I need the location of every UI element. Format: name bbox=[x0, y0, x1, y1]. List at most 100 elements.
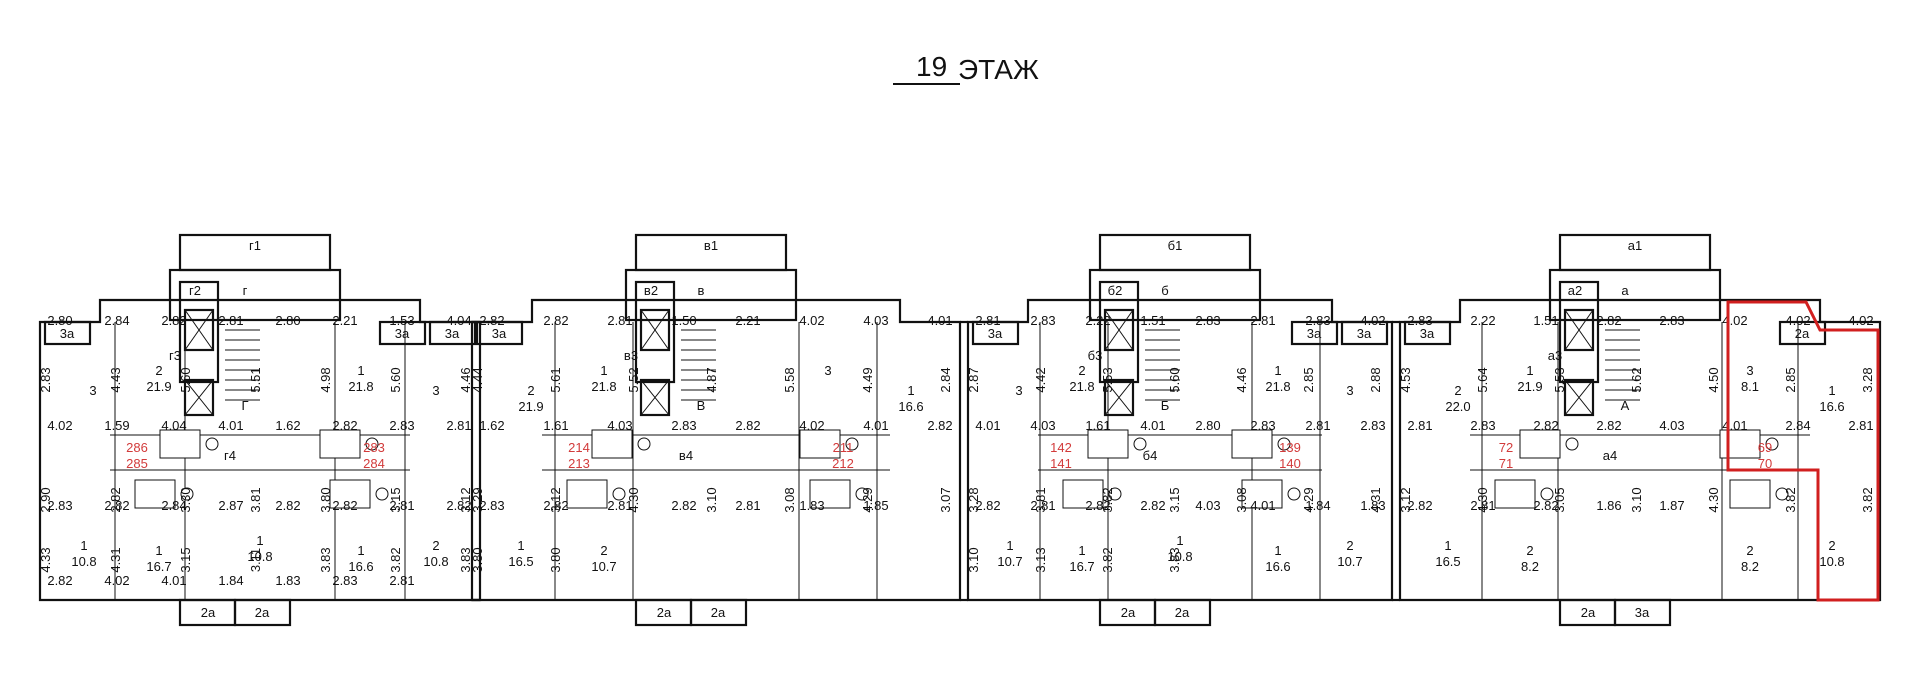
lift-shaft bbox=[639, 308, 671, 352]
stair-label: б1 bbox=[1168, 238, 1183, 253]
dimension-label: 1.50 bbox=[671, 313, 696, 328]
dimension-label-vertical: 4.87 bbox=[704, 367, 719, 392]
room-number: 1 bbox=[80, 538, 87, 553]
corridor-label: а4 bbox=[1603, 448, 1617, 463]
apartment-number-note: 212 bbox=[832, 456, 854, 471]
room-area: 10.8 bbox=[1167, 549, 1192, 564]
dimension-label: 2.81 bbox=[389, 498, 414, 513]
dimension-label-vertical: 5.58 bbox=[782, 367, 797, 392]
balcony-label: 2а bbox=[1795, 326, 1810, 341]
dimension-label: 2.82 bbox=[446, 498, 471, 513]
lift-cross bbox=[1104, 309, 1134, 351]
dimension-label: 2.81 bbox=[389, 573, 414, 588]
dimension-label: 2.81 bbox=[607, 498, 632, 513]
dimension-label: 4.01 bbox=[218, 418, 243, 433]
balcony-label: 3а bbox=[60, 326, 75, 341]
bathtub-fixture bbox=[1494, 479, 1536, 509]
dimension-label-vertical: 3.15 bbox=[388, 487, 403, 512]
balcony-label: 3а bbox=[1635, 605, 1650, 620]
dimension-label: 1.62 bbox=[275, 418, 300, 433]
dimension-label: 4.03 bbox=[607, 418, 632, 433]
dimension-label-vertical: 3.81 bbox=[248, 487, 263, 512]
dimension-label-vertical: 4.53 bbox=[1398, 367, 1413, 392]
balcony-label: 3а bbox=[988, 326, 1003, 341]
room-number: 2 bbox=[1828, 538, 1835, 553]
stair-label: в1 bbox=[704, 238, 718, 253]
apartment-number-note: 213 bbox=[568, 456, 590, 471]
bathtub-fixture bbox=[566, 479, 608, 509]
apartment-number-note: 214 bbox=[568, 440, 590, 455]
lift-cross bbox=[640, 309, 670, 351]
dimension-label-vertical: 3.29 bbox=[470, 487, 485, 512]
bathtub-fixture bbox=[809, 479, 851, 509]
dimension-label-vertical: 3.80 bbox=[548, 547, 563, 572]
dimension-label: 2.81 bbox=[1407, 418, 1432, 433]
apartment-number-note: 211 bbox=[833, 440, 854, 455]
dimension-label: 2.83 bbox=[1659, 313, 1684, 328]
lift-label: в2 bbox=[644, 283, 658, 298]
room-area: 16.7 bbox=[1069, 559, 1094, 574]
lift-label: в3 bbox=[624, 348, 638, 363]
bathtub-fixture bbox=[1519, 429, 1561, 459]
lift-shaft bbox=[1563, 308, 1595, 352]
toilet-fixture bbox=[1133, 437, 1147, 451]
dimension-label: 2.82 bbox=[1085, 498, 1110, 513]
lift-shaft bbox=[1563, 378, 1595, 417]
balcony-label: 3а bbox=[1357, 326, 1372, 341]
dimension-label: 2.82 bbox=[927, 418, 952, 433]
toilet-fixture bbox=[1565, 437, 1579, 451]
floor-title: 19 ЭТАЖ bbox=[893, 51, 1039, 85]
balcony-bottom bbox=[1153, 598, 1212, 627]
balcony-top bbox=[1340, 320, 1389, 346]
room-area: 10.7 bbox=[591, 559, 616, 574]
room-number: 2 bbox=[1746, 543, 1753, 558]
lift-shaft bbox=[1103, 308, 1135, 352]
dimension-label-vertical: 3.83 bbox=[1167, 547, 1182, 572]
toilet-fixture bbox=[205, 437, 219, 451]
lift-label: а3 bbox=[1548, 348, 1562, 363]
room-number: 3 bbox=[1015, 383, 1022, 398]
dimension-label: 2.22 bbox=[1085, 313, 1110, 328]
dimension-label-vertical: 2.82 bbox=[108, 487, 123, 512]
balcony-top bbox=[475, 320, 524, 346]
dimension-label: 2.81 bbox=[607, 313, 632, 328]
dimension-label-vertical: 4.29 bbox=[860, 487, 875, 512]
dimension-label: 2.81 bbox=[1470, 498, 1495, 513]
dimension-label-vertical: 3.10 bbox=[1629, 487, 1644, 512]
dimension-label: 2.82 bbox=[1407, 498, 1432, 513]
stair-label: г1 bbox=[249, 238, 261, 253]
balcony-top bbox=[428, 320, 477, 346]
dimension-label: 4.03 bbox=[863, 313, 888, 328]
toilet-fixture bbox=[1277, 437, 1291, 451]
dimension-label-vertical: 3.83 bbox=[458, 547, 473, 572]
dimension-label: 2.81 bbox=[446, 418, 471, 433]
stair-tower bbox=[1088, 268, 1262, 322]
dimension-label: 4.01 bbox=[1140, 418, 1165, 433]
dimension-label: 2.82 bbox=[161, 313, 186, 328]
room-number: 3 bbox=[1346, 383, 1353, 398]
lift-label: б3 bbox=[1088, 348, 1103, 363]
dimension-label-vertical: 2.83 bbox=[38, 367, 53, 392]
room-number: 1 bbox=[600, 363, 607, 378]
dimension-label-vertical: 4.42 bbox=[1033, 367, 1048, 392]
room-number: 1 bbox=[1176, 533, 1183, 548]
dimension-label-vertical: 5.61 bbox=[548, 367, 563, 392]
highlighted-apartment bbox=[1726, 300, 1880, 602]
room-area: 16.6 bbox=[348, 559, 373, 574]
dimension-label: 2.84 bbox=[1785, 418, 1810, 433]
dimension-label-vertical: 4.29 bbox=[1301, 487, 1316, 512]
bathtub-fixture bbox=[1241, 479, 1283, 509]
bathtub-fixture bbox=[329, 479, 371, 509]
toilet-fixture bbox=[1775, 487, 1789, 501]
balcony-label: 2а bbox=[1121, 605, 1136, 620]
room-area: 21.8 bbox=[1069, 379, 1094, 394]
room-number: 1 bbox=[357, 363, 364, 378]
dimension-label-vertical: 4.98 bbox=[318, 367, 333, 392]
section-outline bbox=[470, 298, 962, 602]
room-number: 1 bbox=[907, 383, 914, 398]
room-number: 1 bbox=[1078, 543, 1085, 558]
dimension-label: 4.01 bbox=[1722, 418, 1747, 433]
dimension-label-vertical: 4.33 bbox=[38, 547, 53, 572]
